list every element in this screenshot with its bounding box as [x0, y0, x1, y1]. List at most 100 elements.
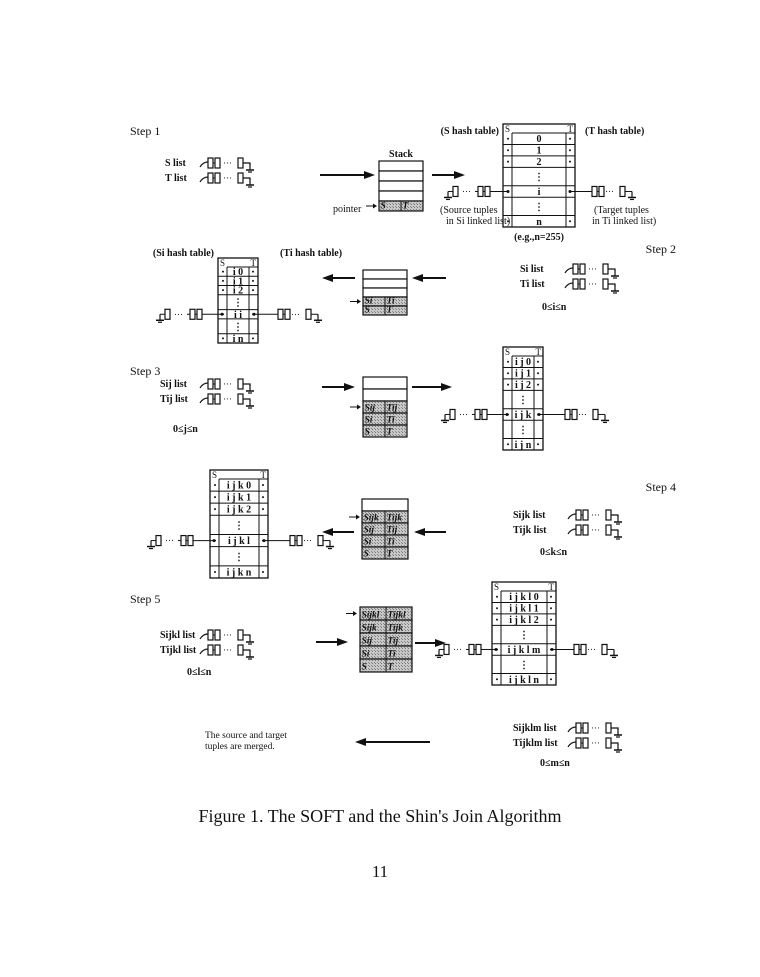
hash-table-bucket: 2 — [537, 157, 542, 168]
stack-pointer-arrow — [349, 514, 360, 520]
pointer-dot — [507, 360, 509, 363]
pointer-dot — [222, 270, 224, 273]
pointer-dot — [496, 607, 498, 610]
hash-table-bucket: i j 1 — [515, 369, 531, 380]
pointer-dot — [262, 496, 264, 499]
step-2-label: Step 2 — [646, 242, 676, 256]
ellipsis-icon: ··· — [223, 158, 232, 168]
ellipsis-icon: ··· — [174, 309, 183, 319]
flow-arrow — [316, 638, 348, 646]
hash-table-bucket: 1 — [537, 146, 542, 157]
stack-empty-slot — [362, 278, 408, 289]
stack-source-cell: Sij — [362, 637, 373, 647]
pointer-dot — [507, 383, 509, 386]
stack-source-cell: Sijk — [362, 624, 378, 634]
stack-source-cell: S — [364, 550, 369, 560]
linked-list-icon: ··· — [199, 172, 254, 188]
stack-source-cell: Si — [365, 297, 373, 307]
stack-target-cell: Tijk — [388, 624, 404, 634]
pointer-dot — [550, 678, 552, 681]
stack-target-cell: T — [388, 663, 395, 673]
stack-empty-slot — [378, 180, 424, 192]
pointer-dot — [537, 383, 539, 386]
source-tuple-chain: ··· — [156, 308, 224, 323]
pointer-dot — [252, 279, 254, 282]
pointer-dot — [550, 607, 552, 610]
hash-table-bucket: ⋮ — [519, 660, 529, 671]
step-1-label: Step 1 — [130, 124, 160, 138]
stack-empty-slot — [378, 160, 424, 172]
hash-table-bucket: i 2 — [233, 286, 243, 297]
hash-table-bucket: i j 2 — [515, 380, 531, 391]
hash-table-bucket: i j k l 1 — [509, 604, 538, 615]
stack-source-cell: Sij — [365, 404, 376, 414]
linked-list-icon: ··· — [567, 737, 622, 753]
stack-target-cell: Tijk — [387, 514, 403, 524]
figure-caption: Figure 1. The SOFT and the Shin's Join A… — [198, 806, 562, 826]
stack-source-cell: S — [362, 663, 367, 673]
stack-pointer-arrow — [366, 203, 377, 209]
s-hash-table-label: (S hash table) — [441, 126, 499, 137]
ti-hash-table-label: (Ti hash table) — [280, 248, 342, 259]
step2-target-list-label: Ti list — [520, 279, 545, 290]
pointer-dot — [222, 337, 224, 340]
pointer-dot — [507, 160, 509, 163]
hash-table-header-t: T — [568, 124, 574, 134]
hash-table-bucket: 0 — [537, 134, 542, 145]
stack-empty-slot — [361, 498, 409, 512]
hash-table-bucket: ⋮ — [519, 630, 529, 641]
hash-table-bucket: i j n — [515, 440, 532, 451]
ellipsis-icon: ··· — [165, 536, 174, 546]
stack-source-cell: Si — [362, 650, 370, 660]
flow-arrow — [415, 639, 446, 647]
hash-table-bucket: ⋮ — [534, 172, 544, 183]
ellipsis-icon: ··· — [453, 644, 462, 654]
ellipsis-icon: ··· — [223, 645, 232, 655]
example-note: (e.g.,n=255) — [514, 232, 564, 243]
linked-list-icon: ··· — [567, 722, 622, 738]
hash-table-header-t: T — [251, 258, 257, 268]
stack-target-cell: Ti — [387, 538, 395, 548]
stack-target-cell: T — [403, 202, 410, 212]
pointer-dot — [262, 508, 264, 511]
ellipsis-icon: ··· — [588, 264, 597, 274]
stack-target-cell: Tij — [387, 404, 398, 414]
stack-target-cell: T — [387, 306, 394, 316]
hash-table-bucket: i j k l n — [509, 675, 539, 686]
stack-target-cell: T — [387, 550, 394, 560]
source-tuple-chain: ··· — [444, 185, 510, 201]
target-tuple-chain: ··· — [252, 308, 322, 323]
ellipsis-icon: ··· — [587, 644, 596, 654]
flow-arrow — [412, 383, 452, 391]
pointer-dot — [214, 570, 216, 573]
stack-empty-slot — [378, 170, 424, 182]
ellipsis-icon: ··· — [303, 536, 312, 546]
pointer-dot — [569, 149, 571, 152]
source-tuple-chain: ··· — [441, 408, 509, 424]
hash-table-bucket: i j k l 2 — [509, 615, 538, 626]
linked-list-icon: ··· — [564, 278, 619, 294]
step2-source-list-label: Si list — [520, 264, 544, 275]
step-5-range: 0≤l≤n — [187, 667, 212, 678]
step-4-label: Step 4 — [646, 480, 676, 494]
ellipsis-icon: ··· — [459, 409, 468, 419]
pointer-dot — [537, 372, 539, 375]
step1-source-list-label: S list — [165, 158, 187, 169]
pointer-dot — [507, 137, 509, 140]
pointer-dot — [496, 678, 498, 681]
pointer-dot — [262, 570, 264, 573]
pointer-dot — [252, 270, 254, 273]
ellipsis-icon: ··· — [591, 723, 600, 733]
pointer-dot — [214, 496, 216, 499]
pointer-dot — [537, 360, 539, 363]
stack-empty-slot — [362, 376, 408, 390]
hash-table-bucket: ⋮ — [233, 298, 243, 309]
linked-list-icon: ··· — [567, 524, 622, 540]
flow-arrow — [322, 528, 354, 536]
stack-empty-slot — [362, 388, 408, 402]
pointer-dot — [214, 484, 216, 487]
